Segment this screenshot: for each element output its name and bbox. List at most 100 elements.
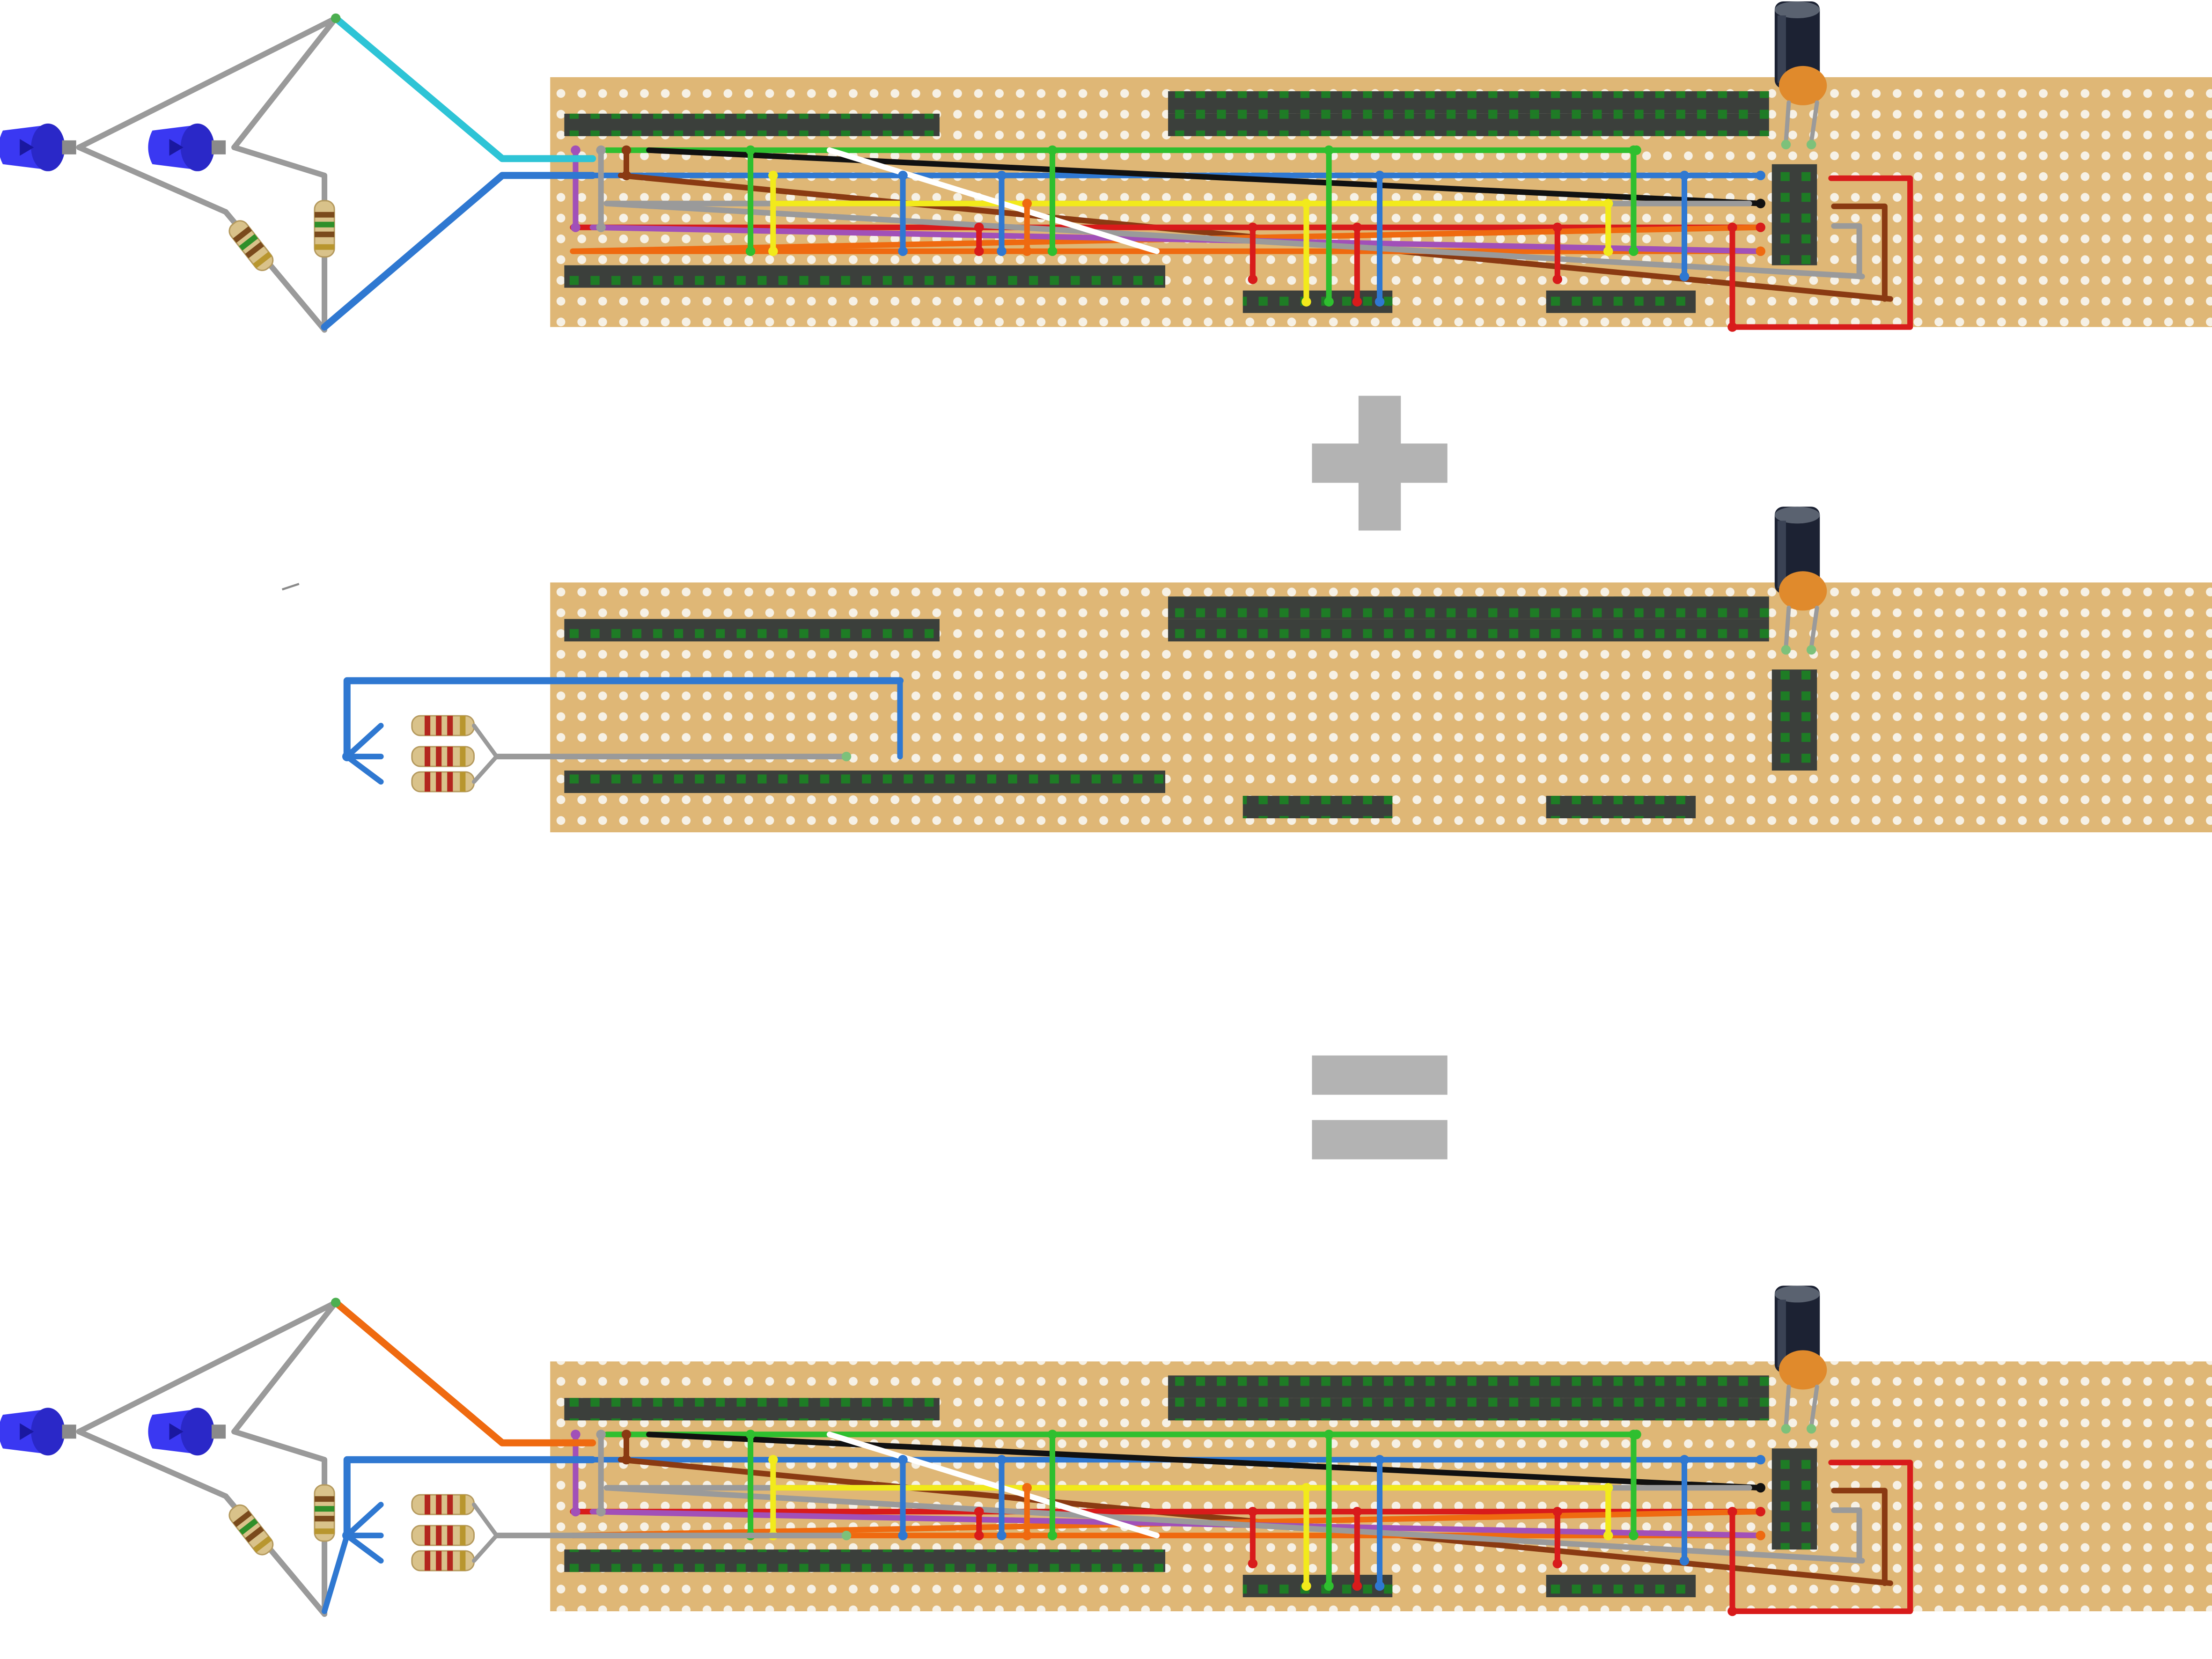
resistor-band [239,1518,258,1535]
led-mark [169,139,184,156]
capacitor-stripe [1777,15,1786,83]
wire-brown-loop [1831,1488,1888,1586]
resistor-band [239,234,258,251]
wire-end [768,246,778,256]
resistor-band [314,1528,335,1534]
wire-harness-top [332,15,596,162]
equals-sign-icon [1312,1055,1448,1160]
wire-stack-bus [343,1456,596,1539]
wire-end [1022,246,1032,256]
wire-end [596,1506,606,1517]
wire-end [621,170,632,180]
header-left-top-pins [564,1398,940,1421]
wire-end [1603,246,1613,256]
resistor-band [253,251,272,269]
resistor-band [460,1551,466,1571]
wire-end [1374,1581,1385,1591]
led-lens [180,1408,215,1456]
resistor-band [460,716,466,736]
wire-end [1301,1483,1311,1493]
wire-end [1756,198,1765,208]
wire-end [1679,272,1690,281]
led-mark [20,139,34,156]
resistor-icon [411,1525,475,1546]
wire-end [1047,1530,1058,1541]
header-right-top-a-pins [1168,91,1769,114]
wire-end [841,751,852,762]
wire-end [1324,1430,1334,1439]
header-right-top-b-pins [1168,113,1769,136]
led-harness [0,1298,596,1617]
wire-end [898,170,908,180]
resistor-band [425,1526,431,1546]
capacitor-top [1774,507,1820,524]
resistor-band [314,221,335,228]
led-lens [31,123,65,171]
wire-resistor-feed [344,1502,384,1539]
resistor-stack [342,1456,852,1571]
wire-end [1552,1558,1563,1569]
wire-led-c [231,1429,328,1617]
wire-gray-loop [1831,1507,1862,1564]
wire-stack-bus [343,677,904,760]
wire-end [1352,1506,1362,1517]
lead-end [1806,1424,1816,1434]
wire-white [826,147,1160,254]
wire-end [1301,1581,1311,1591]
header-mid-bottom-pins [1242,796,1393,819]
plus-sign-icon [1312,396,1448,531]
resistor-band [245,242,265,258]
wire-resistor-join [471,1502,499,1563]
wire-resistor-feed [344,723,384,760]
ceramic-body [1778,571,1827,611]
wire-end [1374,297,1385,307]
wire-end [571,1506,581,1517]
capacitor-lead [1784,605,1791,649]
wire-end [974,1506,984,1517]
header-right-bottom-pins [1546,796,1696,819]
wire-end [768,170,778,180]
wire-gray-long [603,200,1865,279]
led-lens [180,123,215,171]
stripboard [550,582,2212,832]
ceramic-body [1778,1350,1827,1390]
header-left-bottom-pins [564,1549,1166,1572]
wire-end [1679,1556,1690,1566]
header-right-top-a-pins [1168,596,1769,619]
capacitor-lead [1809,1384,1819,1428]
wire-end [1756,170,1765,180]
wire-end [621,1430,632,1439]
wire-end [1679,170,1690,180]
wire-led-c [231,144,328,333]
wire-end [1324,145,1334,155]
wire-end [1352,222,1362,232]
panel-bottom [0,1285,2212,1617]
header-vertical-pins [1771,164,1817,265]
wire-end [1756,222,1765,232]
resistor-stack [342,677,904,793]
led-leads [62,140,76,154]
resistor-icon [314,1484,335,1542]
resistor-icon [411,746,475,767]
header-vertical-pins [1771,669,1817,771]
wire-gray-long [603,1485,1865,1564]
lead-end [1781,139,1791,150]
resistor-band [253,1536,272,1553]
wire-end [1248,274,1258,284]
wire-resistor-feed [344,754,384,785]
wire-end [1552,1506,1563,1517]
resistor-band [425,716,431,736]
led-lens [31,1408,65,1456]
wire-end [1047,246,1058,256]
wire-end [1631,145,1641,155]
wire-end [997,1455,1007,1465]
wire-resistor-join [471,723,499,784]
wire-end [1603,1483,1613,1493]
resistor-icon [411,1550,475,1571]
wire-black [646,147,1764,206]
ceramic-body [1778,66,1827,105]
resistor-icon [228,1504,274,1556]
wire-red-loop [1729,175,1913,330]
led-leads [62,1424,76,1439]
